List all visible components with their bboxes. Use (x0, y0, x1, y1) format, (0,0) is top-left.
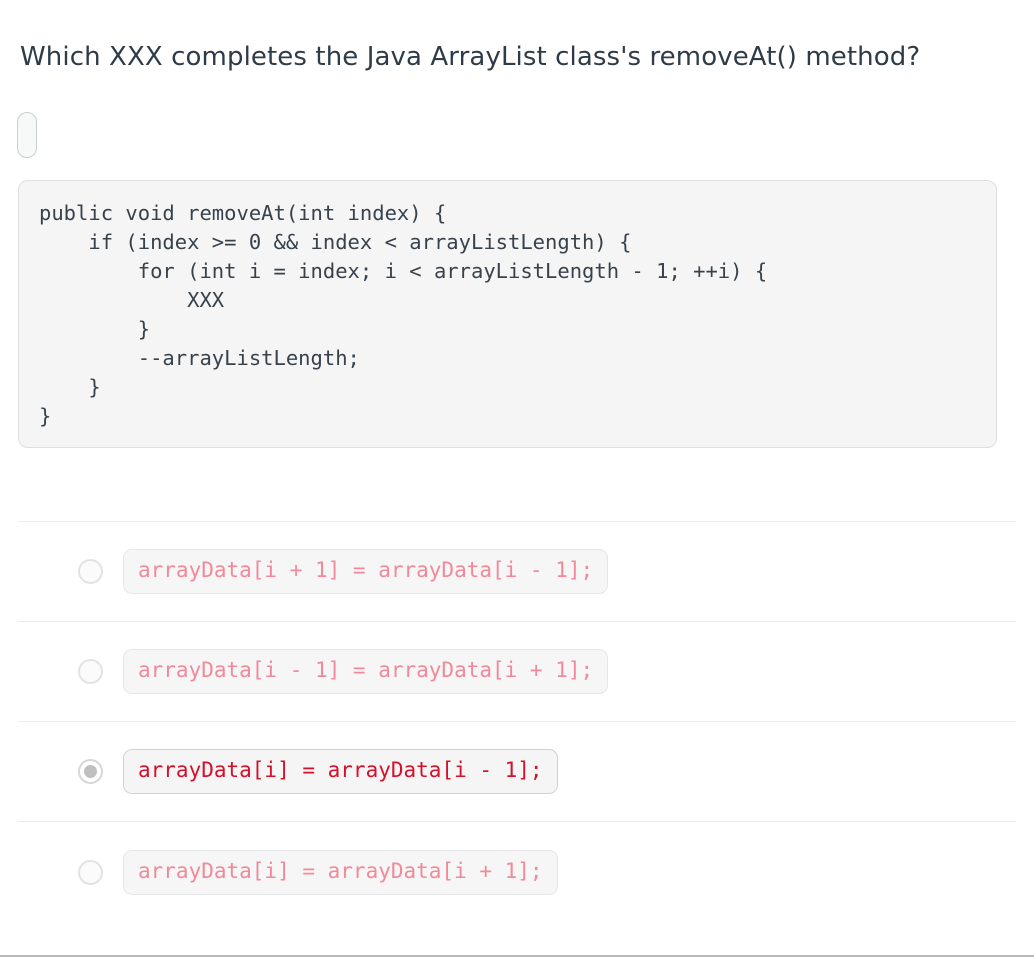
question-marker-pill (17, 112, 37, 158)
option-divider (18, 821, 1016, 822)
answer-option-4-code[interactable]: arrayData[i] = arrayData[i + 1]; (123, 849, 558, 895)
answer-option-3-code[interactable]: arrayData[i] = arrayData[i - 1]; (123, 749, 558, 794)
radio-button-option-4[interactable] (78, 859, 103, 885)
answer-option-1-code[interactable]: arrayData[i + 1] = arrayData[i - 1]; (123, 549, 609, 594)
bottom-divider (0, 955, 1034, 957)
answer-options-list: arrayData[i + 1] = arrayData[i - 1]; arr… (0, 521, 1034, 922)
answer-option-1[interactable]: arrayData[i + 1] = arrayData[i - 1]; (0, 522, 1034, 621)
answer-option-2[interactable]: arrayData[i - 1] = arrayData[i + 1]; (0, 622, 1034, 721)
page-title: Which XXX completes the Java ArrayList c… (20, 42, 921, 72)
radio-button-option-3[interactable] (78, 759, 103, 784)
option-divider (18, 521, 1016, 522)
radio-button-option-1[interactable] (78, 559, 103, 584)
answer-option-3[interactable]: arrayData[i] = arrayData[i - 1]; (0, 722, 1034, 821)
radio-button-option-2[interactable] (78, 659, 103, 684)
code-snippet-block: public void removeAt(int index) { if (in… (18, 180, 997, 448)
answer-option-2-code[interactable]: arrayData[i - 1] = arrayData[i + 1]; (123, 649, 609, 694)
option-divider (18, 721, 1016, 722)
answer-option-4[interactable]: arrayData[i] = arrayData[i + 1]; (0, 822, 1034, 922)
option-divider (18, 621, 1016, 622)
code-snippet-text: public void removeAt(int index) { if (in… (39, 201, 768, 428)
